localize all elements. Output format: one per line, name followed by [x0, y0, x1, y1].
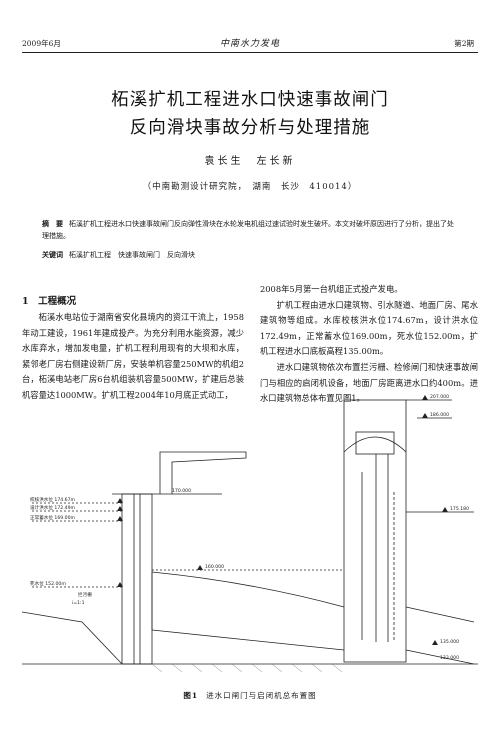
intake-layout-drawing: 校核洪水位 174.67m 设计洪水位 172.49m 正常蓄水位 169.00…: [21, 394, 478, 673]
authors: 袁长生 左长新: [204, 156, 296, 167]
figure-caption-label: 图1: [183, 691, 199, 700]
body-column-left: 柘溪水电站位于湖南省安化县境内的资江干流上，1958年动工建设，1961年建成投…: [22, 310, 244, 404]
label-el-186: 186.000: [430, 412, 449, 418]
label-el-170: 170.000: [172, 488, 191, 494]
label-trashrack: 拦污栅: [78, 591, 92, 598]
paragraph: 扩机工程由进水口建筑物、引水隧道、地面厂房、尾水建筑物等组成。水库校核洪水位17…: [260, 299, 478, 357]
header-rule: [22, 52, 478, 53]
label-dead-level: 死水位 152.00m: [30, 580, 66, 587]
body-column-right: 2008年5月第一台机组正式投产发电。 扩机工程由进水口建筑物、引水隧道、地面厂…: [260, 282, 478, 407]
label-el-207: 207.000: [430, 394, 449, 400]
running-header-issue: 第2期: [454, 39, 474, 48]
paragraph: 2008年5月第一台机组正式投产发电。: [260, 284, 403, 294]
label-el-175: 175.180: [450, 506, 469, 512]
label-check-flood: 校核洪水位 174.67m: [30, 496, 76, 503]
figure-caption: 图1 进水口闸门与启闭机总布置图: [0, 690, 500, 701]
section-title: 1 工程概况: [22, 296, 77, 307]
paragraph: 柘溪水电站位于湖南省安化县境内的资江干流上，1958年动工建设，1961年建成投…: [22, 312, 244, 400]
label-design-flood: 设计洪水位 172.49m: [30, 504, 76, 511]
figure-caption-text: 进水口闸门与启闭机总布置图: [206, 691, 317, 700]
running-header-journal: 中南水力发电: [219, 39, 280, 49]
label-el-133: 133.000: [440, 655, 459, 661]
paragraph: 进水口建筑物依次布置拦污栅、检修闸门和快速事故闸门与相应的启闭机设备，地面厂房距…: [260, 361, 478, 404]
abstract: 摘 要柘溪扩机工程进水口快速事故闸门反向弹性滑块在水轮发电机组过速试验时发生破坏…: [42, 218, 458, 242]
label-el-160: 160.000: [205, 564, 224, 570]
figure-1: 校核洪水位 174.67m 设计洪水位 172.49m 正常蓄水位 169.00…: [21, 382, 478, 682]
keywords-label: 关键词: [42, 250, 63, 259]
hoist-house: [355, 431, 395, 455]
label-slope: i=1:1: [72, 600, 85, 606]
keywords: 关键词柘溪扩机工程 快速事故闸门 反向滑块: [42, 249, 458, 262]
abstract-label: 摘 要: [42, 219, 63, 228]
abstract-text: 柘溪扩机工程进水口快速事故闸门反向弹性滑块在水轮发电机组过速试验时发生破坏。本文…: [42, 220, 454, 240]
paper-title-line1: 柘溪扩机工程进水口快速事故闸门: [111, 90, 389, 110]
intake-structure: [121, 493, 153, 665]
label-normal-level: 正常蓄水位 169.00m: [30, 514, 76, 521]
gate-tower: [343, 399, 407, 663]
affiliation: （中南勘测设计研究院， 湖南 长沙 410014）: [142, 182, 358, 192]
paper-title-line2: 反向滑块事故分析与处理措施: [129, 118, 371, 138]
label-el-135: 135.000: [440, 639, 459, 645]
keywords-text: 柘溪扩机工程 快速事故闸门 反向滑块: [69, 251, 195, 259]
running-header-date: 2009年6月: [22, 39, 61, 48]
